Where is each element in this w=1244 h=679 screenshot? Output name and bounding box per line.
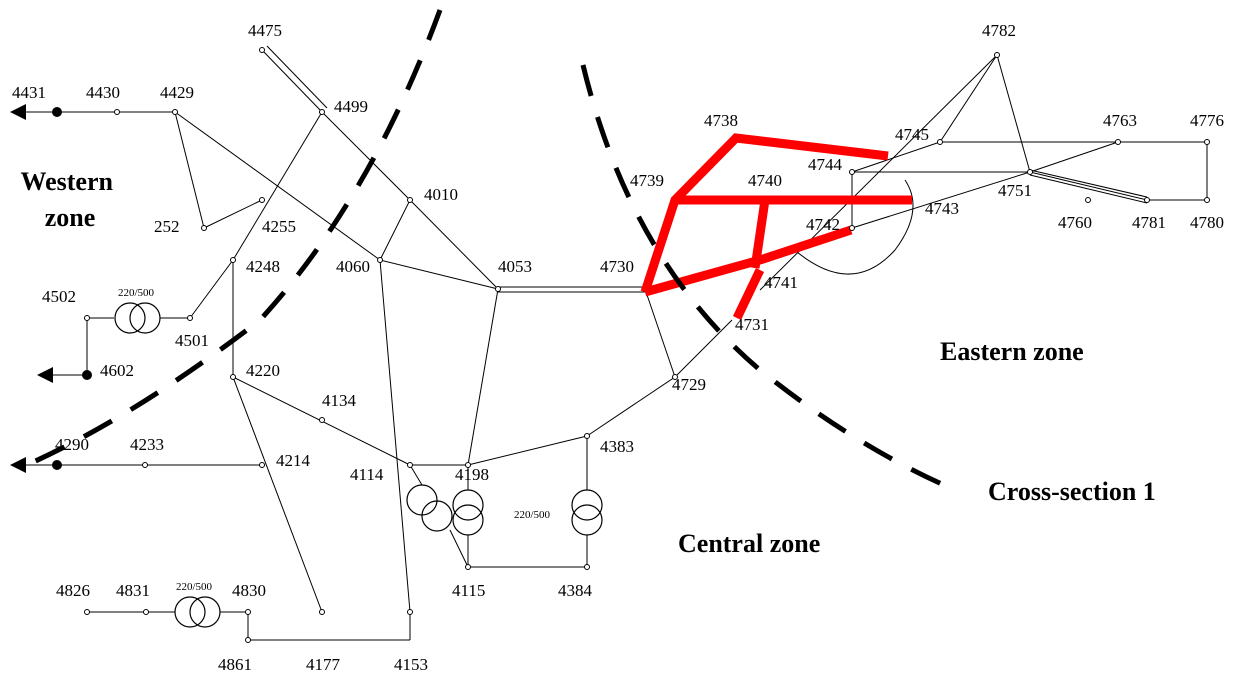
node-label: 4430 — [86, 83, 120, 102]
transformer-4115 — [406, 484, 453, 532]
transformer-rating-label: 220/500 — [176, 581, 213, 593]
transformer-4502 — [114, 302, 161, 334]
cross-section-cuts — [18, 9, 961, 495]
node-label: 4431 — [12, 83, 46, 102]
node-label: 4731 — [735, 315, 769, 334]
node-label: 4010 — [424, 185, 458, 204]
transformer-4383 — [571, 489, 603, 536]
node-label: 4214 — [276, 451, 311, 470]
node-label: 4730 — [600, 257, 634, 276]
node-label: 4115 — [452, 581, 485, 600]
node-label: 4760 — [1058, 213, 1092, 232]
node-label: 4738 — [704, 111, 738, 130]
node-label: 4383 — [600, 437, 634, 456]
node-label: 4763 — [1103, 111, 1137, 130]
central-zone-label: Central zone — [678, 529, 820, 558]
cross-section-label: Cross-section 1 — [988, 477, 1156, 506]
node-label: 4743 — [925, 199, 959, 218]
transformer-rating-label: 220/500 — [514, 509, 551, 521]
zone-labels: Western zone Eastern zone Central zone C… — [21, 167, 1156, 558]
node-label: 4153 — [394, 655, 428, 674]
arrow-left-icon — [10, 457, 26, 473]
node-label: 4114 — [350, 465, 384, 484]
node-label: 4475 — [248, 21, 282, 40]
node-label: 4502 — [42, 287, 76, 306]
node-label: 4290 — [55, 435, 89, 454]
node-label: 4177 — [306, 655, 341, 674]
node-label: 4739 — [630, 171, 664, 190]
node-label: 4248 — [246, 257, 280, 276]
node-label: 4861 — [218, 655, 252, 674]
node-label: 4751 — [998, 181, 1032, 200]
node-label: 4233 — [130, 435, 164, 454]
node-label: 4776 — [1190, 111, 1224, 130]
node-label: 4782 — [982, 21, 1016, 40]
node-label: 4781 — [1132, 213, 1166, 232]
node-label: 4384 — [558, 581, 593, 600]
transformer-4831 — [174, 596, 221, 628]
node-label: 4831 — [116, 581, 150, 600]
node-label: 4255 — [262, 217, 296, 236]
node-label: 4060 — [336, 257, 370, 276]
node-label: 4745 — [895, 125, 929, 144]
node-label: 4740 — [748, 171, 782, 190]
highlighted-cross-section-lines — [640, 133, 912, 320]
node-label: 4429 — [160, 83, 194, 102]
transformers: 220/500 220/500 220/500 — [114, 287, 603, 628]
transmission-lines — [60, 45, 1208, 641]
node-label: 4830 — [232, 581, 266, 600]
arrow-left-icon — [10, 104, 26, 120]
node-label: 4220 — [246, 361, 280, 380]
arrow-left-icon — [37, 367, 53, 383]
transformer-rating-label: 220/500 — [118, 287, 155, 299]
western-zone-label: Western zone — [21, 167, 120, 232]
node-label: 4826 — [56, 581, 90, 600]
bus-nodes — [84, 47, 1210, 643]
transformer-4198 — [452, 489, 484, 536]
node-label: 4742 — [806, 215, 840, 234]
eastern-zone-label: Eastern zone — [940, 337, 1084, 366]
node-label: 4744 — [808, 155, 843, 174]
node-label: 4602 — [100, 361, 134, 380]
export-arrows — [10, 104, 92, 473]
node-label: 4780 — [1190, 213, 1224, 232]
node-label: 4729 — [672, 375, 706, 394]
node-label: 4499 — [334, 97, 368, 116]
node-labels: 4475 4431 4430 4429 4499 4010 4060 4053 … — [12, 21, 1224, 674]
node-label: 252 — [154, 217, 180, 236]
node-label: 4053 — [498, 257, 532, 276]
node-label: 4741 — [764, 273, 798, 292]
node-label: 4501 — [175, 331, 209, 350]
node-label: 4198 — [455, 465, 489, 484]
node-label: 4134 — [322, 391, 357, 410]
